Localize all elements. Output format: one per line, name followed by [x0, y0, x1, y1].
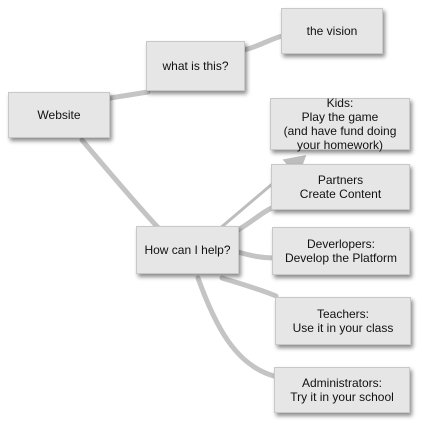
- connector-what-vision: [241, 33, 285, 53]
- connector-website-help: [79, 137, 171, 241]
- node-partners[interactable]: Partners Create Content: [271, 164, 410, 210]
- node-the-vision[interactable]: the vision: [281, 8, 383, 54]
- connector-help-administrators: [195, 275, 277, 379]
- node-what-is-this[interactable]: what is this?: [146, 41, 245, 91]
- node-developers[interactable]: Deverlopers: Develop the Platform: [272, 227, 410, 275]
- node-teachers[interactable]: Teachers: Use it in your class: [275, 297, 411, 345]
- node-website[interactable]: Website: [8, 92, 110, 138]
- node-kids[interactable]: Kids: Play the game (and have fund doing…: [270, 96, 410, 152]
- connector-help-developers: [235, 249, 277, 261]
- node-administrators[interactable]: Administrators: Try it in your school: [274, 367, 410, 413]
- node-how-can-i-help[interactable]: How can I help?: [136, 226, 239, 274]
- connector-help-teachers: [219, 275, 279, 299]
- connector-help-partners: [235, 205, 275, 233]
- connector-website-what: [107, 89, 151, 101]
